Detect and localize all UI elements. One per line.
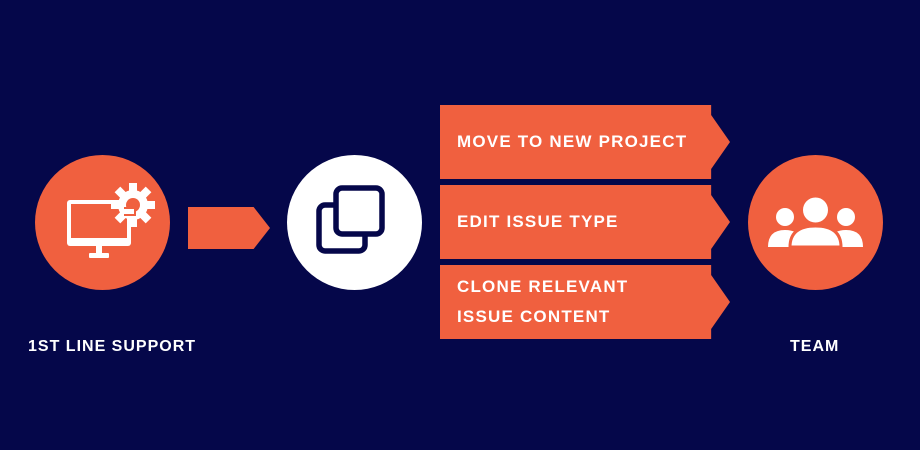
support-label: 1ST LINE SUPPORT [28,338,197,355]
action-clone-relevant-issue-content: CLONE RELEVANT ISSUE CONTENT [440,265,730,339]
support-node [35,155,170,290]
action-edit-issue-type: EDIT ISSUE TYPE [440,185,730,259]
action-label-line-2: ISSUE CONTENT [457,307,611,326]
clone-copy-icon [316,185,385,254]
team-node [748,155,883,290]
team-label: TEAM [790,338,840,355]
action-move-to-new-project: MOVE TO NEW PROJECT [440,105,730,179]
clone-node [287,155,422,290]
action-label: MOVE TO NEW PROJECT [457,132,688,151]
computer-gear-icon [67,183,155,258]
team-users-icon [768,194,863,249]
action-label: EDIT ISSUE TYPE [457,212,619,231]
flow-arrow [188,207,270,249]
action-label-line-1: CLONE RELEVANT [457,277,629,296]
